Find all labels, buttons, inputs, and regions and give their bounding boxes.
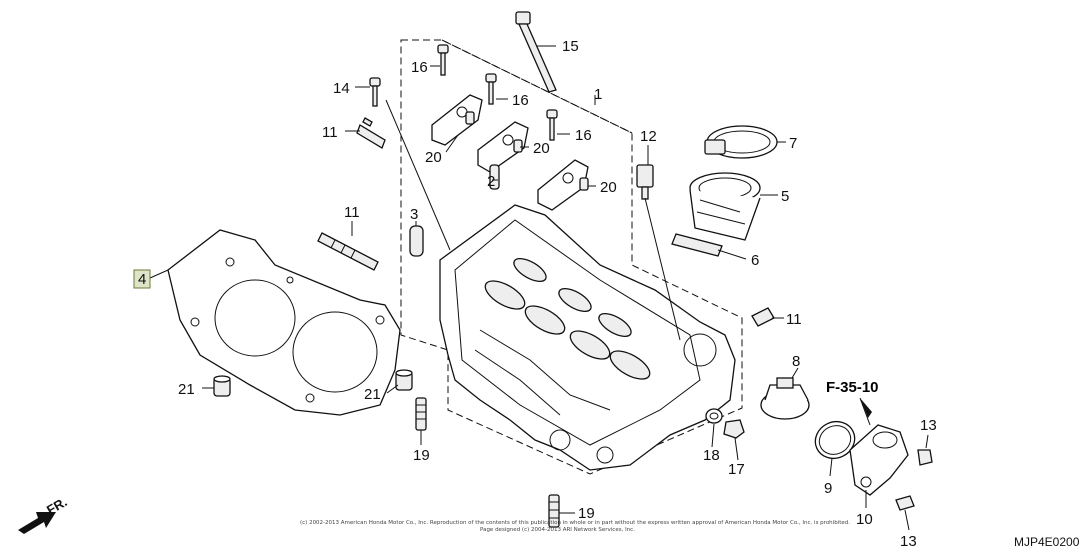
label-part-8: 8 [792,353,800,370]
stud-bolt-bottom [548,494,560,528]
label-part-4: 4 [138,271,146,288]
label-part-13-lower: 13 [900,533,917,550]
label-part-14: 14 [333,80,350,97]
hose-clamp [704,125,778,159]
front-direction-arrow-icon [18,512,56,534]
label-part-16-a: 16 [411,59,428,76]
copyright-line-2: Page designed (c) 2004-2013 ARI Network … [480,527,635,533]
label-part-16-c: 16 [575,127,592,144]
cross-reference-link[interactable]: F-35-10 [826,379,879,396]
copyright-line-1: (c) 2002-2013 American Honda Motor Co., … [300,520,850,526]
label-part-16-b: 16 [512,92,529,109]
thermostat-cover [849,424,909,496]
o-ring [814,420,856,460]
label-part-15: 15 [562,38,579,55]
bolt-11-right [751,307,775,327]
spark-plug-lower [317,232,379,271]
thermostat [760,377,810,420]
label-part-20-c: 20 [600,179,617,196]
diagram-code: MJP4E0200 [1014,535,1080,549]
label-part-11-lower: 11 [344,204,360,221]
dowel-pin-right [395,369,413,391]
holder-bolt-2 [485,73,497,105]
holder-bolt-1 [437,44,449,76]
label-part-11-right: 11 [786,311,802,328]
label-part-10: 10 [856,511,873,528]
label-part-6: 6 [751,252,759,269]
label-part-9: 9 [824,480,832,497]
label-part-18: 18 [703,447,720,464]
label-part-21-right: 21 [364,386,381,403]
label-part-2: 2 [487,173,495,190]
long-bolt [515,11,557,93]
spark-plug-upper [356,117,386,149]
label-part-20-b: 20 [533,140,550,157]
label-part-4-box [133,269,151,289]
holder-dowel-2 [513,139,523,153]
stud-bolt-lower [415,397,427,431]
intake-insulator [689,172,761,241]
cover-bolt-upper [917,449,933,466]
holder-dowel-1 [465,111,475,125]
sealing-washer [705,408,723,424]
insulator-plate [671,233,723,257]
label-part-3: 3 [410,206,418,223]
dowel-pin-left [213,375,231,397]
holder-bolt-3 [546,109,558,141]
label-part-21-left: 21 [178,381,195,398]
cylinder-head [439,204,736,471]
label-part-19-bottom: 19 [578,505,595,522]
head-gasket [167,229,401,416]
temperature-sensor [636,164,654,200]
label-part-1: 1 [594,86,602,103]
bolt-14 [369,77,381,107]
assembly-outline [400,39,743,475]
camshaft-holder-2 [477,121,529,173]
valve-dowel [489,164,500,190]
reference-arrow [860,398,872,418]
cover-bolt-lower [895,495,915,511]
label-part-5: 5 [781,188,789,205]
label-part-12: 12 [640,128,657,145]
label-part-11-upper: 11 [322,124,338,141]
label-part-13-upper: 13 [920,417,937,434]
holder-dowel-3 [579,177,589,191]
valve-lifter [409,225,424,257]
label-part-20-a: 20 [425,149,442,166]
label-part-17: 17 [728,461,745,478]
drain-plug [723,419,745,439]
leader-lines [149,45,929,531]
label-part-19-left: 19 [413,447,430,464]
label-part-7: 7 [789,135,797,152]
